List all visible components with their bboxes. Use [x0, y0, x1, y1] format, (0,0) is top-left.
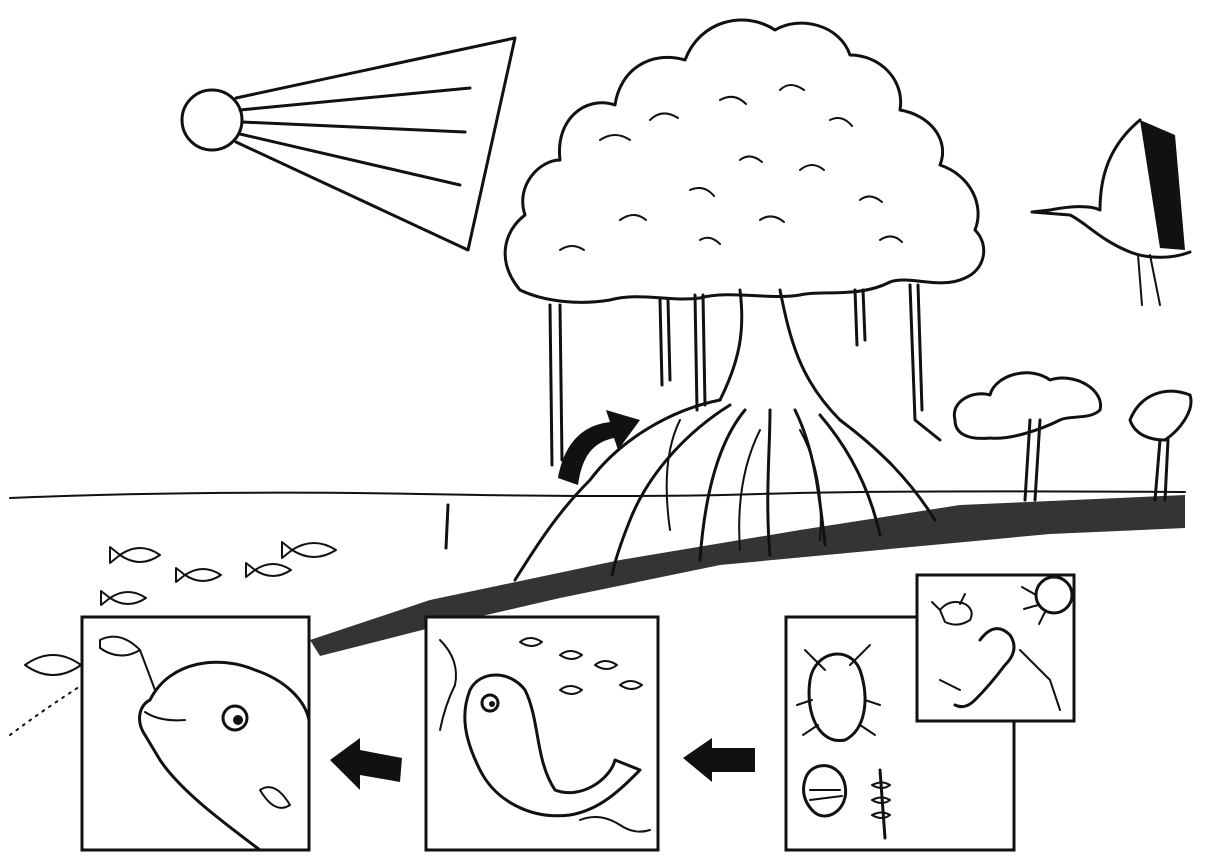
zooplankton-inset-panel [917, 575, 1074, 721]
sun-icon [182, 38, 515, 250]
small-fish-panel [426, 617, 658, 850]
heron-icon [1032, 120, 1190, 305]
small-tree-icon [954, 373, 1191, 500]
stick-icon [446, 505, 448, 548]
left-arrow-icon-2 [683, 738, 755, 782]
left-arrow-icon [330, 738, 402, 790]
curved-arrow-icon [558, 410, 640, 485]
water-surface-line [10, 491, 1185, 498]
large-fish-panel [82, 617, 309, 850]
